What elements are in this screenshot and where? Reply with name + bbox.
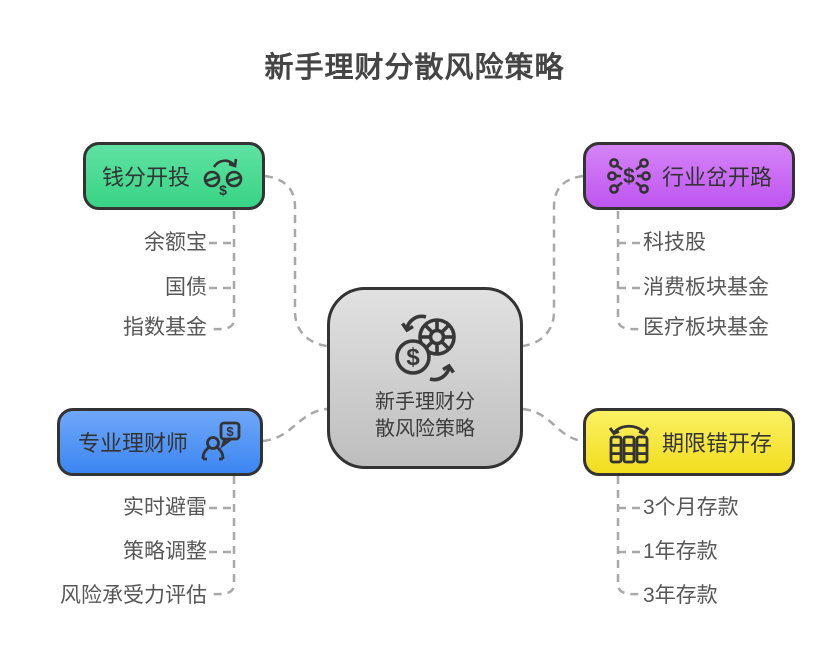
connector-advisor-center [262, 407, 328, 443]
svg-text:$: $ [219, 182, 227, 197]
stem-industry [616, 211, 643, 331]
svg-text:$: $ [226, 424, 234, 439]
child-node-index-funds[interactable]: 指数基金 [123, 316, 207, 339]
branch-node-advisor-label: 专业理财师 [77, 431, 188, 456]
branch-node-money-split-label: 钱分开投 [101, 165, 190, 190]
coin-rotation-icon: $ [382, 313, 468, 383]
stem-advisor [209, 476, 236, 596]
staggered-deposit-icon [606, 420, 652, 464]
child-node-risk-assessment[interactable]: 风险承受力评估 [60, 584, 207, 607]
branch-node-advisor[interactable]: 专业理财师 $ [57, 408, 263, 476]
svg-text:$: $ [406, 344, 420, 371]
page-title: 新手理财分散风险策略 [264, 52, 565, 84]
child-node-3year-deposit[interactable]: 3年存款 [643, 584, 718, 607]
branch-node-staggered-terms-label: 期限错开存 [661, 431, 772, 456]
child-node-tech-stocks[interactable]: 科技股 [643, 231, 706, 254]
child-node-realtime-alert[interactable]: 实时避雷 [123, 496, 207, 519]
connector-industry-center [522, 174, 584, 348]
stem-money [209, 211, 236, 331]
child-node-yuebao[interactable]: 余额宝 [144, 231, 207, 254]
svg-text:$: $ [623, 165, 635, 188]
child-node-1year-deposit[interactable]: 1年存款 [643, 540, 718, 563]
connector-money-center [264, 174, 328, 348]
child-node-3month-deposit[interactable]: 3个月存款 [643, 496, 739, 519]
branch-node-industry-split[interactable]: $ 行业岔开路 [583, 142, 795, 210]
child-node-consumer-funds[interactable]: 消费板块基金 [643, 276, 769, 299]
connector-center-terms [522, 407, 584, 443]
branch-node-money-split[interactable]: 钱分开投 $ [83, 142, 265, 210]
child-node-gov-bonds[interactable]: 国债 [165, 276, 207, 299]
sector-branch-icon: $ [606, 155, 652, 197]
center-node-label-line2: 散风险策略 [375, 418, 475, 440]
center-node[interactable]: $ 新手理财分 散风险策略 [327, 287, 523, 469]
stem-terms [616, 476, 643, 596]
child-node-strategy-adjust[interactable]: 策略调整 [123, 540, 207, 563]
center-node-label-line1: 新手理财分 [375, 391, 475, 413]
child-node-healthcare-funds[interactable]: 医疗板块基金 [643, 316, 769, 339]
branch-node-staggered-terms[interactable]: 期限错开存 [583, 408, 795, 476]
money-transfer-icon: $ [200, 155, 246, 197]
advisor-chat-icon: $ [198, 421, 242, 463]
branch-node-industry-split-label: 行业岔开路 [661, 165, 772, 190]
